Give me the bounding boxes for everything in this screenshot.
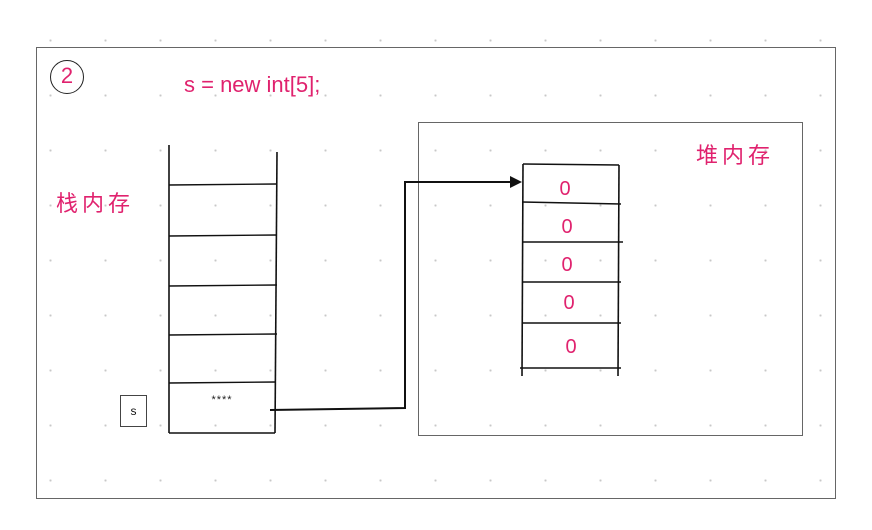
heap-element-value: 0: [561, 216, 573, 238]
heap-array-divider: [521, 201, 622, 205]
heap-element-value: 0: [561, 254, 573, 276]
heap-array-top-edge: [522, 163, 620, 166]
diagram-frame: [36, 47, 836, 499]
stack-divider: [168, 381, 277, 384]
heap-memory-region: [418, 122, 803, 436]
heap-array-left-edge: [521, 163, 524, 377]
stack-divider: [168, 234, 278, 237]
stack-divider: [168, 333, 278, 336]
stack-divider: [168, 183, 278, 186]
code-statement: s = new int[5];: [184, 72, 321, 97]
heap-element-value: 0: [565, 336, 577, 358]
stack-reference-value: ****: [211, 394, 233, 406]
variable-name-box: s: [120, 395, 147, 427]
stack-divider: [168, 284, 278, 287]
reference-arrow-head: [510, 176, 522, 188]
stack-right-edge: [274, 151, 278, 434]
stack-memory-label: 栈内存: [56, 192, 135, 217]
reference-arrow-line: [269, 181, 512, 411]
heap-memory-label: 堆内存: [696, 144, 775, 169]
heap-element-value: 0: [559, 178, 571, 200]
heap-element-value: 0: [563, 292, 575, 314]
heap-array-right-edge: [617, 164, 620, 377]
step-number-badge: 2: [50, 60, 84, 94]
